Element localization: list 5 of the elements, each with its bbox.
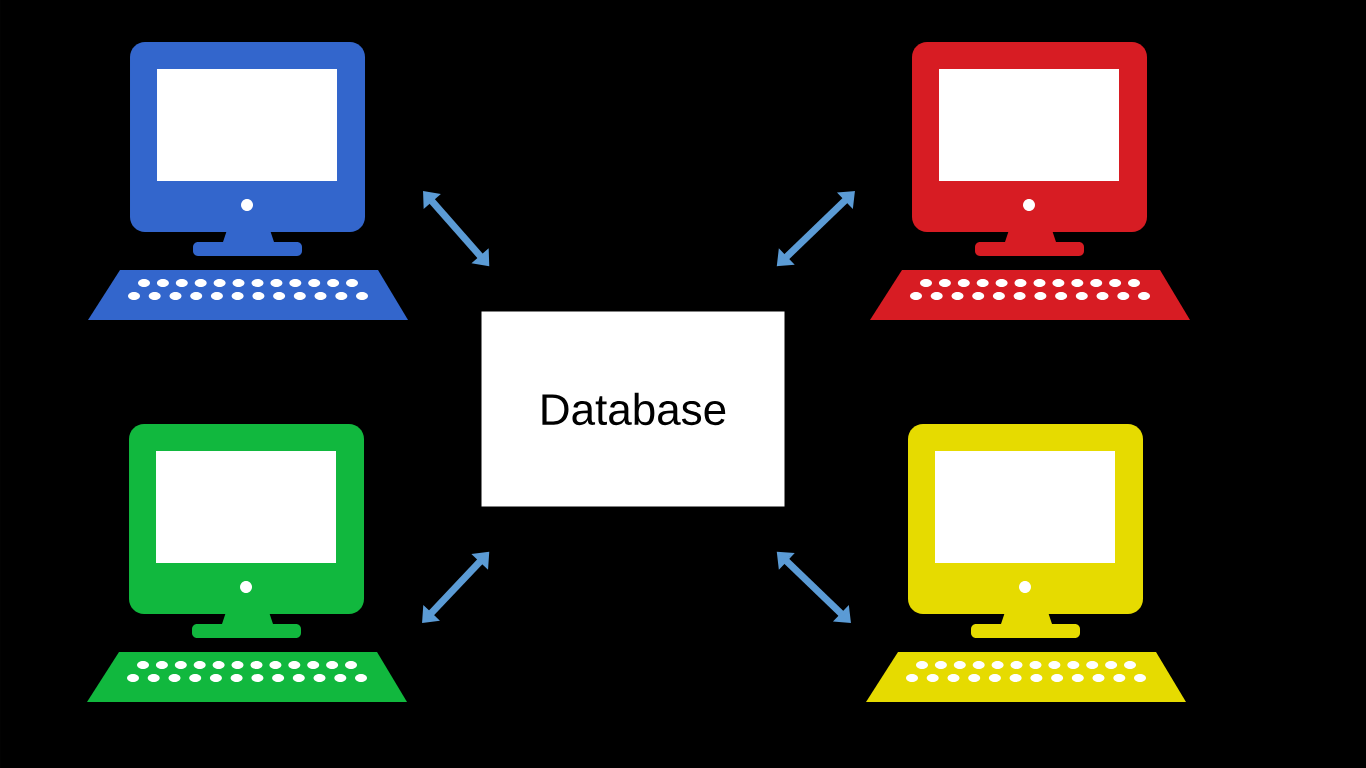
computer-drawing — [88, 42, 408, 320]
computer-drawing — [87, 424, 407, 702]
database-box: Database — [481, 311, 785, 507]
computer-drawing — [870, 42, 1190, 320]
computer-drawing — [866, 424, 1186, 702]
